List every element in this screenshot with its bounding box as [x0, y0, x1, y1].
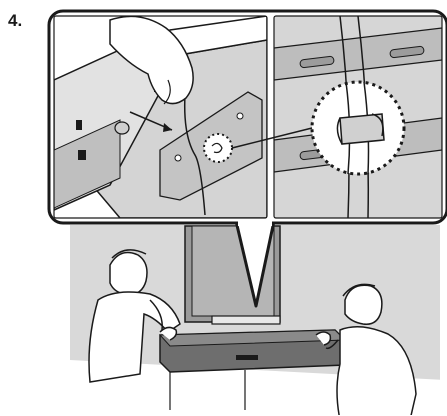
wall-bracket [212, 316, 280, 324]
port [76, 120, 82, 130]
cable-clip-icon [337, 114, 384, 144]
inset-right [274, 16, 442, 218]
port [78, 150, 86, 160]
inset-left [54, 16, 267, 218]
connector [115, 122, 129, 134]
zoom-marker [204, 134, 232, 162]
